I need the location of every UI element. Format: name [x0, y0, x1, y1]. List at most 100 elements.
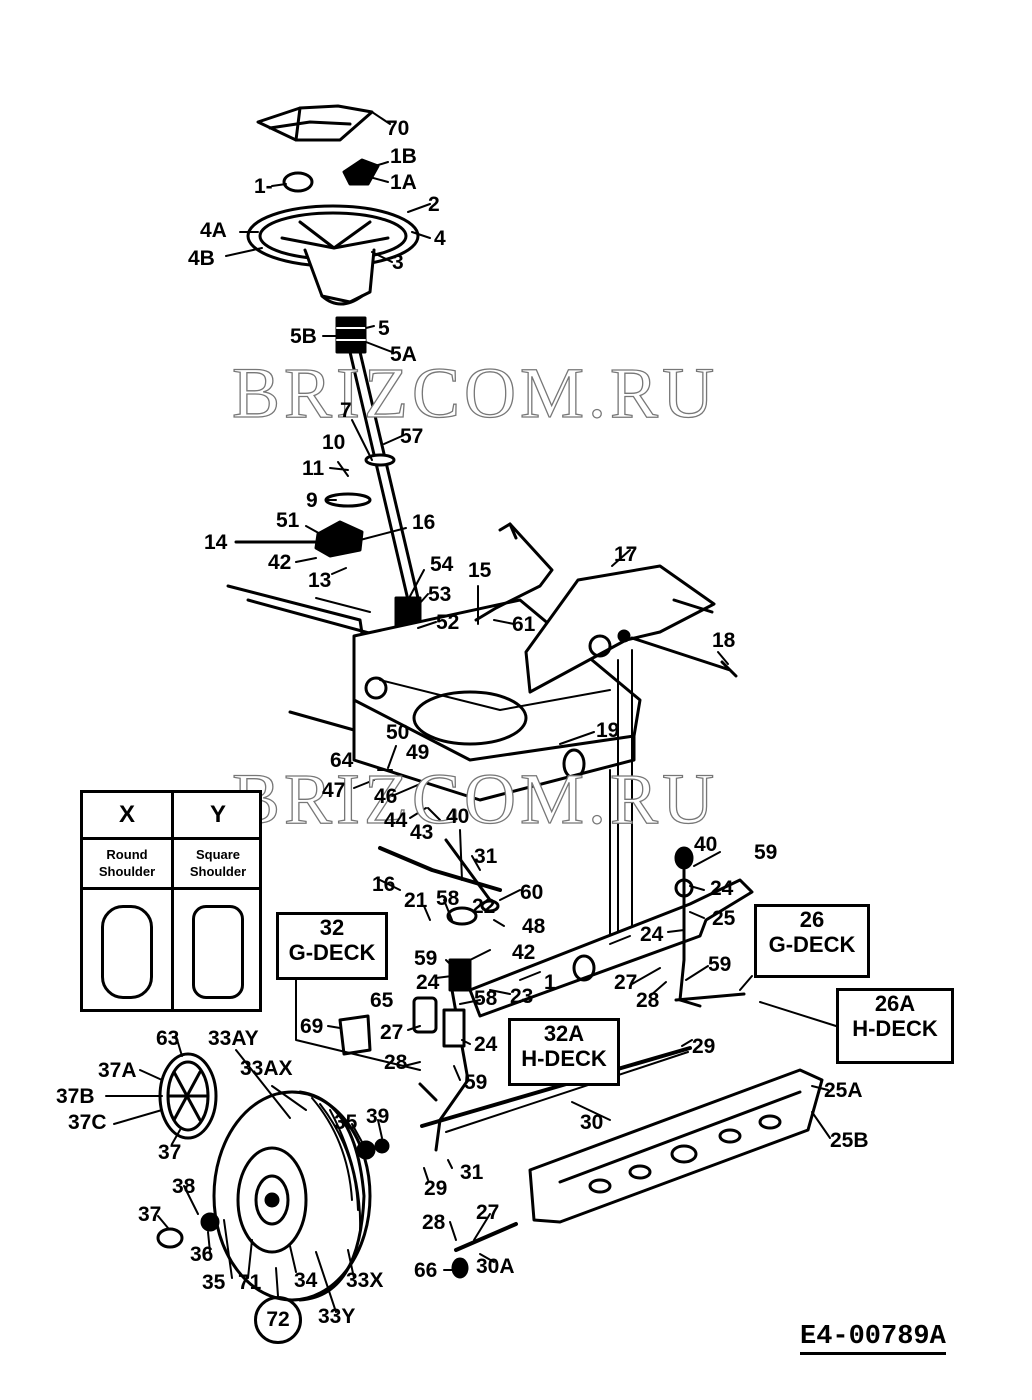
- label-29-bottom: 29: [424, 1177, 448, 1200]
- round-shoulder-icon: [101, 905, 153, 999]
- label-59-right-mid: 59: [708, 953, 732, 976]
- part-30-tie-rod: [420, 1046, 692, 1128]
- label-19: 19: [596, 719, 620, 742]
- label-38: 38: [172, 1175, 196, 1198]
- label-46: 46: [374, 785, 398, 808]
- part-5-adapter: [335, 316, 367, 354]
- label-17: 17: [614, 543, 638, 566]
- label-4a: 4A: [200, 219, 227, 242]
- label-9: 9: [306, 489, 318, 512]
- label-1-axle: 1: [544, 971, 556, 994]
- box-32-number: 32: [319, 915, 345, 940]
- label-25a: 25A: [824, 1079, 863, 1102]
- box-26-number: 26: [799, 907, 825, 932]
- label-58-top: 58: [436, 887, 460, 910]
- box-26a-number: 26A: [874, 991, 916, 1016]
- label-69: 69: [300, 1015, 324, 1038]
- label-24-right-top: 24: [710, 877, 734, 900]
- label-4: 4: [434, 227, 446, 250]
- label-50: 50: [386, 721, 410, 744]
- label-44: 44: [384, 809, 408, 832]
- part-25a-bumper: [528, 1068, 824, 1224]
- label-22: 22: [472, 895, 496, 918]
- label-29-right: 29: [692, 1035, 716, 1058]
- part-1a-emblem: [342, 158, 380, 186]
- label-25b: 25B: [830, 1129, 869, 1152]
- label-11: 11: [302, 457, 325, 480]
- box-32-g-deck: 32 G-DECK: [276, 912, 388, 980]
- label-49: 49: [406, 741, 430, 764]
- front-wheel: [212, 1090, 372, 1302]
- label-61: 61: [512, 613, 536, 636]
- label-63: 63: [156, 1027, 180, 1050]
- label-34: 34: [294, 1269, 318, 1292]
- encircled-part-72: 72: [254, 1296, 302, 1344]
- legend-x-head: X: [83, 793, 171, 840]
- label-59-left: 59: [414, 947, 438, 970]
- label-57: 57: [400, 425, 424, 448]
- label-28-bottom: 28: [422, 1211, 446, 1234]
- watermark-top: BRIZCOM.RU: [231, 352, 719, 433]
- label-30: 30: [580, 1111, 604, 1134]
- label-18: 18: [712, 629, 736, 652]
- spindle-right: [674, 846, 746, 1008]
- label-70: 70: [386, 117, 410, 140]
- label-33ax: 33AX: [240, 1057, 293, 1080]
- box-26a-deck: H-DECK: [852, 1016, 938, 1042]
- label-51: 51: [276, 509, 300, 532]
- label-60: 60: [520, 881, 544, 904]
- front-axle: [468, 878, 754, 1018]
- label-30a: 30A: [476, 1255, 515, 1278]
- label-37-hubcap: 37: [158, 1141, 182, 1164]
- label-37b: 37B: [56, 1085, 95, 1108]
- label-1: 1-: [254, 175, 273, 198]
- label-28-left: 28: [384, 1051, 408, 1074]
- label-25: 25: [712, 907, 736, 930]
- label-58-mid: 58: [474, 987, 498, 1010]
- box-32a-deck: H-DECK: [521, 1046, 607, 1072]
- part-69-bushing: [338, 1014, 372, 1056]
- frame-body: [288, 598, 642, 802]
- label-24-mid: 24: [474, 1033, 498, 1056]
- label-33ay: 33AY: [208, 1027, 259, 1050]
- label-35-bottom: 35: [202, 1271, 226, 1294]
- label-37-cap: 37: [138, 1203, 162, 1226]
- part-1-cap: [282, 171, 314, 193]
- label-66: 66: [414, 1259, 438, 1282]
- label-64: 64: [330, 749, 354, 772]
- label-59-mid: 59: [464, 1071, 488, 1094]
- part-18-bolt: [630, 636, 738, 678]
- box-32a-number: 32A: [543, 1021, 585, 1046]
- label-5: 5: [378, 317, 390, 340]
- part-70-cover: [256, 104, 374, 142]
- legend-x-sub: Round Shoulder: [83, 840, 171, 890]
- label-42-top: 42: [268, 551, 292, 574]
- steering-shaft: [348, 350, 420, 602]
- label-71: 71: [238, 1271, 262, 1294]
- label-7: 7: [340, 399, 352, 422]
- label-33x: 33X: [346, 1269, 384, 1292]
- label-21: 21: [404, 889, 428, 912]
- label-5b: 5B: [290, 325, 317, 348]
- part-37-hubcap: [158, 1052, 218, 1140]
- box-26-deck: G-DECK: [768, 932, 856, 958]
- legend-y-head: Y: [174, 793, 262, 840]
- legend-column-y: Y Square Shoulder: [174, 793, 262, 1009]
- label-24-right-mid: 24: [640, 923, 664, 946]
- label-54: 54: [430, 553, 454, 576]
- label-40-left: 40: [446, 805, 470, 828]
- label-24-left: 24: [416, 971, 440, 994]
- box-32a-h-deck: 32A H-DECK: [508, 1018, 620, 1086]
- label-27-left: 27: [380, 1021, 404, 1044]
- label-43: 43: [410, 821, 434, 844]
- label-27-bottom: 27: [476, 1201, 500, 1224]
- label-65: 65: [370, 989, 394, 1012]
- label-52: 52: [436, 611, 460, 634]
- label-31-bottom: 31: [460, 1161, 484, 1184]
- label-59-right-top: 59: [754, 841, 778, 864]
- label-15: 15: [468, 559, 492, 582]
- label-27-right: 27: [614, 971, 638, 994]
- label-31-top: 31: [474, 845, 498, 868]
- reference-code: E4-00789A: [800, 1322, 946, 1355]
